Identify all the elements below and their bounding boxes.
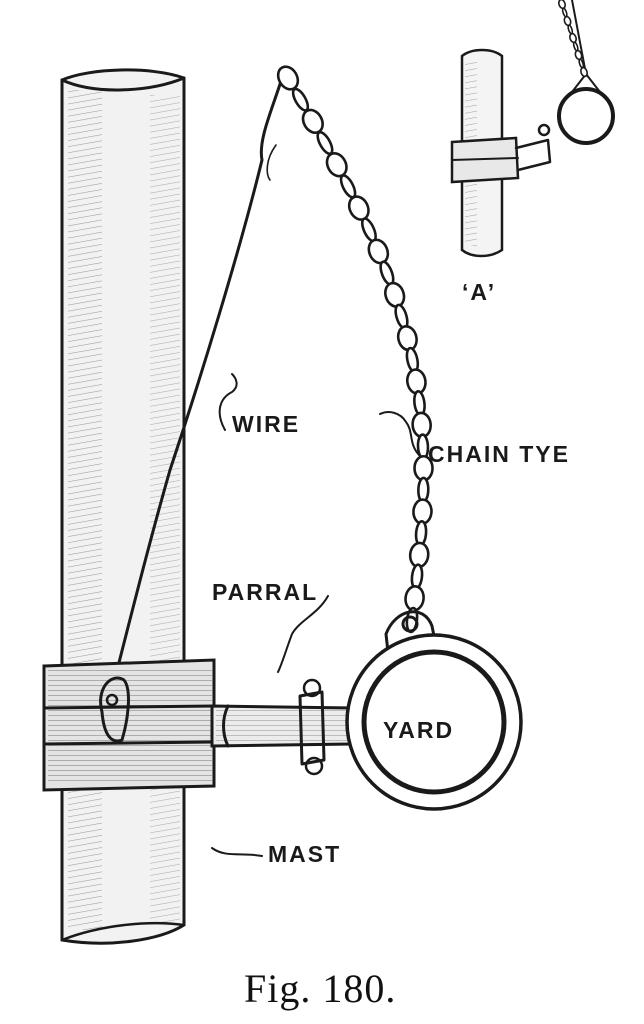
chain-link [316, 130, 334, 156]
mast [60, 68, 186, 945]
parral-band-shade [48, 668, 212, 784]
inset-yard [557, 87, 615, 145]
inset-chain [558, 0, 588, 78]
chain-link [563, 15, 572, 27]
chain-link [367, 238, 390, 265]
chain-link [558, 0, 566, 10]
label-yard: YARD [383, 717, 454, 743]
leader-lines [211, 373, 421, 857]
label-wire: WIRE [232, 411, 300, 437]
label-chain-tye: CHAIN TYE [428, 441, 570, 467]
figure-caption: Fig. 180. [244, 966, 396, 1011]
chain-link [291, 87, 310, 112]
parral-bolt [298, 690, 326, 766]
chain-link [347, 195, 370, 221]
mast-top-edge [60, 76, 186, 92]
label-mast: MAST [268, 841, 341, 867]
chain-tye [276, 65, 434, 634]
chain-link [396, 325, 418, 352]
mast-shading [68, 90, 102, 930]
wire [110, 76, 284, 692]
label-parral: PARRAL [212, 579, 318, 605]
parral-shackle [99, 676, 130, 743]
yard: YARD [345, 610, 523, 811]
mast-shading-right [150, 95, 180, 925]
chain-link [384, 281, 406, 308]
label-inset-a: ‘A’ [462, 279, 496, 305]
inset-detail: ‘A’ [450, 0, 615, 305]
mast-bottom-edge [60, 921, 186, 942]
chain-link [580, 66, 588, 78]
yard-ring-inner [361, 649, 507, 795]
parral [42, 658, 354, 792]
chain-link [569, 32, 577, 44]
